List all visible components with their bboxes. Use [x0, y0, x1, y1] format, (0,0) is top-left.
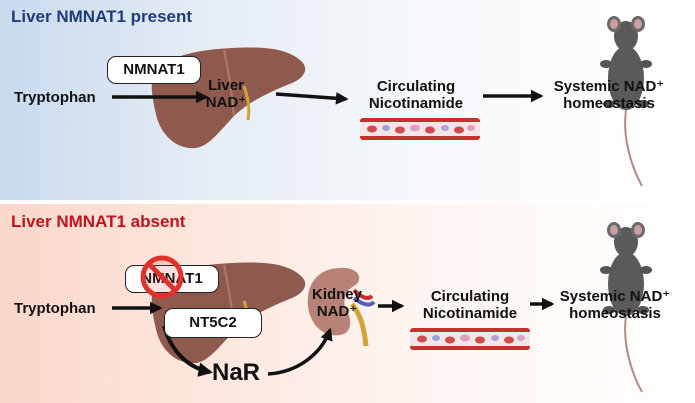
tryptophan-label-bottom: Tryptophan	[14, 300, 96, 317]
arrow-nar-to-kidney	[267, 327, 333, 376]
blood-vessel-top	[360, 118, 480, 140]
systemic-nad-label-top: Systemic NAD⁺ homeostasis	[553, 78, 665, 112]
nt5c2-box: NT5C2	[164, 308, 262, 338]
panel-nmnat1-absent	[0, 204, 695, 403]
systemic-nad-label-bottom: Systemic NAD⁺ homeostasis	[559, 288, 671, 322]
arrow-liver-to-nicotinamide	[275, 91, 349, 105]
panel-divider	[0, 200, 695, 204]
blood-vessel-bottom	[410, 328, 530, 350]
liver-nad-label: Liver NAD⁺	[205, 77, 247, 111]
panel-title-absent: Liver NMNAT1 absent	[11, 212, 186, 231]
circulating-nicotinamide-label-top: Circulating Nicotinamide	[368, 78, 464, 112]
kidney-illustration	[307, 267, 376, 347]
tryptophan-label-top: Tryptophan	[14, 89, 96, 106]
nmnat1-box-bottom: NMNAT1	[125, 265, 219, 293]
nmnat1-box-top: NMNAT1	[107, 56, 201, 84]
circulating-nicotinamide-label-bottom: Circulating Nicotinamide	[422, 288, 518, 322]
panel-title-present: Liver NMNAT1 present	[11, 7, 193, 26]
kidney-nad-label: Kidney NAD⁺	[311, 286, 362, 320]
nar-label: NaR	[212, 359, 261, 386]
